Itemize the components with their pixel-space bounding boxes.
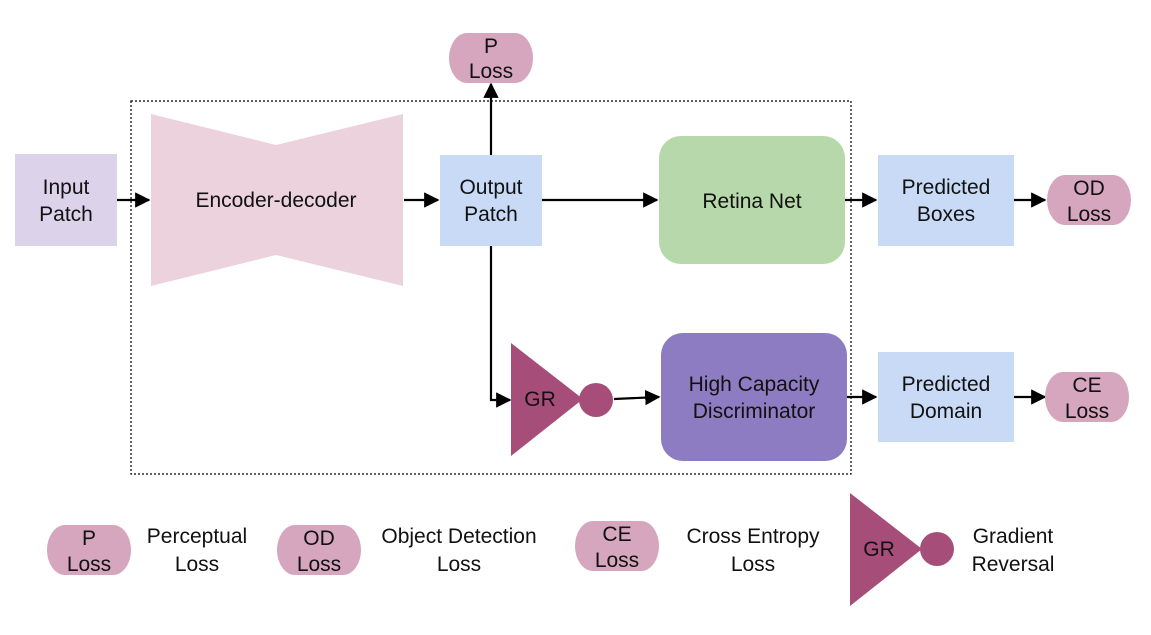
edge-gr-to-discriminator: [613, 389, 661, 406]
p-loss-label-line2: Loss: [469, 60, 513, 83]
output-patch-label-line2: Patch: [464, 203, 518, 226]
predicted-boxes-label-line2: Boxes: [917, 203, 975, 226]
predicted-domain-node: Predicted Domain: [878, 352, 1014, 442]
legend-gr-triangle: [850, 493, 922, 606]
gr-label: GR: [524, 388, 556, 411]
discriminator-label-line1: High Capacity: [689, 373, 820, 396]
legend-gr-desc-line2: Reversal: [972, 553, 1055, 576]
input-patch-label-line2: Patch: [39, 203, 93, 226]
legend-gr-desc-line1: Gradient: [973, 525, 1054, 548]
legend-p-loss-desc-line2: Loss: [175, 553, 219, 576]
retina-net-label: Retina Net: [702, 190, 801, 213]
output-patch-node: Output Patch: [440, 155, 542, 246]
legend-od-loss-symbol-line2: Loss: [297, 553, 341, 576]
legend-p-loss-symbol-line1: P: [82, 527, 96, 550]
output-patch-label-line1: Output: [459, 176, 522, 199]
input-patch-box: [15, 154, 117, 246]
legend-ce-loss-symbol-line2: Loss: [595, 549, 639, 572]
retina-net-box: [659, 136, 845, 264]
gr-node: GR: [511, 343, 613, 456]
legend-p-loss-symbol-line2: Loss: [67, 553, 111, 576]
predicted-boxes-label-line1: Predicted: [902, 176, 991, 199]
predicted-domain-label-line2: Domain: [910, 400, 982, 423]
ce-loss-node: CE Loss: [1045, 372, 1129, 423]
ce-loss-label-line2: Loss: [1065, 400, 1109, 423]
legend-item-p-loss: P Loss Perceptual Loss: [47, 525, 247, 576]
legend-od-loss-symbol-line1: OD: [303, 527, 335, 550]
edges: [117, 82, 1047, 408]
discriminator-box: [661, 333, 847, 461]
output-patch-box: [440, 155, 542, 246]
discriminator-node: High Capacity Discriminator: [661, 333, 847, 461]
od-loss-pill: [1047, 175, 1131, 225]
legend-item-ce-loss: CE Loss Cross Entropy Loss: [575, 521, 820, 576]
legend-od-loss-pill: [277, 525, 361, 575]
legend-gr-circle: [920, 532, 954, 566]
legend-ce-loss-pill: [575, 521, 659, 571]
edge-output-to-gr: [489, 246, 512, 408]
legend-ce-loss-symbol-line1: CE: [602, 523, 631, 546]
input-patch-node: Input Patch: [15, 154, 117, 246]
od-loss-node: OD Loss: [1047, 175, 1131, 226]
p-loss-label-line1: P: [484, 35, 498, 58]
legend-ce-loss-desc-line2: Loss: [731, 553, 775, 576]
ce-loss-label-line1: CE: [1072, 374, 1101, 397]
encoder-decoder-shape: [151, 114, 403, 286]
input-patch-label-line1: Input: [43, 176, 90, 199]
legend-p-loss-pill: [47, 525, 131, 575]
discriminator-label-line2: Discriminator: [693, 400, 816, 423]
predicted-domain-box: [878, 352, 1014, 442]
legend-item-gr: GR Gradient Reversal: [850, 493, 1054, 606]
predicted-boxes-node: Predicted Boxes: [878, 155, 1014, 246]
p-loss-pill: [449, 33, 533, 83]
predicted-domain-label-line1: Predicted: [902, 373, 991, 396]
ce-loss-pill: [1045, 372, 1129, 422]
od-loss-label-line2: Loss: [1067, 203, 1111, 226]
retina-net-node: Retina Net: [659, 136, 845, 264]
gr-triangle: [511, 343, 583, 456]
legend-od-loss-desc-line1: Object Detection: [381, 525, 536, 548]
encoder-decoder-label: Encoder-decoder: [195, 189, 356, 212]
p-loss-node: P Loss: [449, 33, 533, 83]
legend-p-loss-desc-line1: Perceptual: [147, 525, 247, 548]
legend-od-loss-desc-line2: Loss: [437, 553, 481, 576]
legend-item-od-loss: OD Loss Object Detection Loss: [277, 525, 537, 576]
legend-gr-symbol: GR: [863, 538, 895, 561]
legend: P Loss Perceptual Loss OD Loss Object De…: [47, 493, 1054, 606]
legend-ce-loss-desc-line1: Cross Entropy: [686, 525, 820, 548]
od-loss-label-line1: OD: [1073, 177, 1105, 200]
predicted-boxes-box: [878, 155, 1014, 246]
gr-circle: [579, 383, 613, 417]
encoder-decoder-node: Encoder-decoder: [151, 114, 403, 286]
